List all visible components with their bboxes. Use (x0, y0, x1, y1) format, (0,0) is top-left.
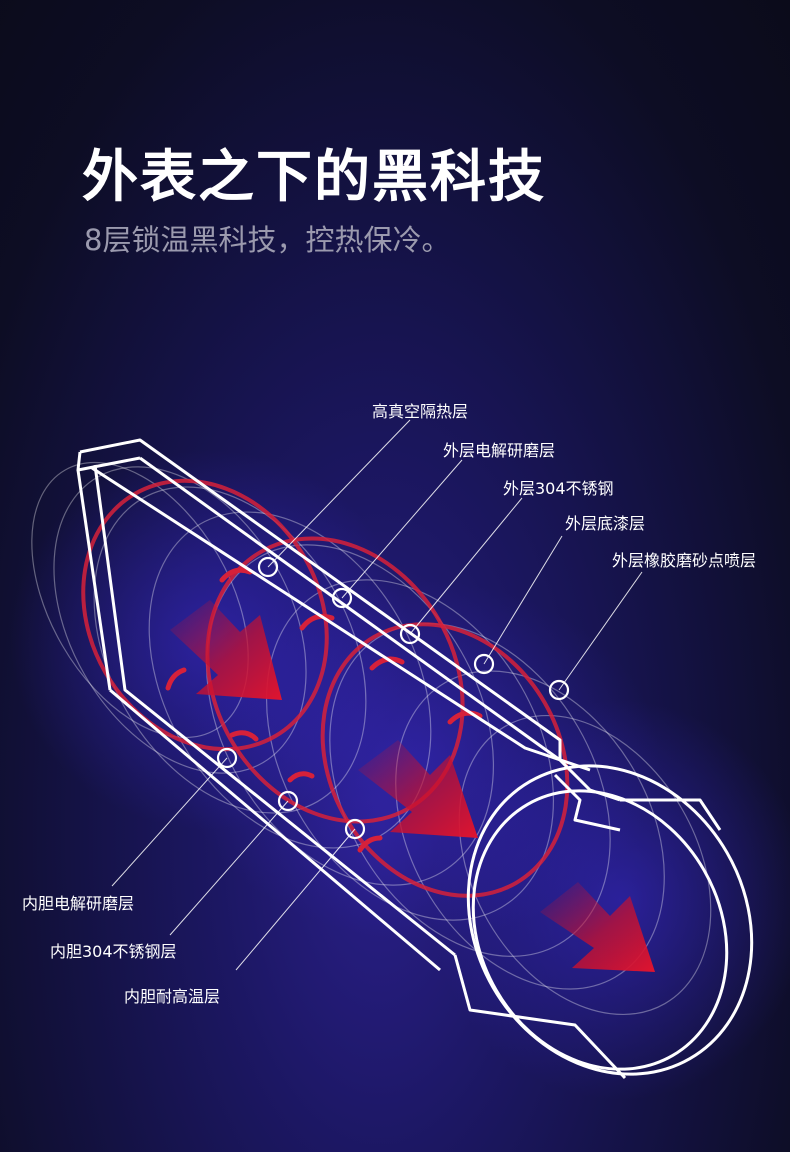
label-inner-2: 内胆304不锈钢层 (50, 942, 177, 961)
callout-markers (216, 556, 570, 840)
page-title: 外表之下的黑科技 (82, 145, 546, 210)
marker-primer (473, 653, 495, 675)
heat-flow-arrows (170, 600, 655, 972)
label-inner-3: 内胆耐高温层 (124, 987, 221, 1006)
bottle-outline (76, 438, 754, 1080)
marker-vacuum (257, 556, 279, 578)
marker-inner-steel (277, 790, 299, 812)
label-outer-4: 外层底漆层 (565, 514, 646, 533)
label-inner-1: 内胆电解研磨层 (22, 894, 135, 913)
marker-rubber-coat (548, 679, 570, 701)
layer-rings (31, 461, 712, 1016)
label-outer-2: 外层电解研磨层 (443, 441, 556, 460)
marker-heat-resistant (344, 818, 366, 840)
label-outer-1: 高真空隔热层 (372, 402, 469, 421)
label-outer-5: 外层橡胶磨砂点喷层 (612, 551, 757, 570)
marker-outer-polish (331, 587, 353, 609)
page-subtitle: 8层锁温黑科技，控热保冷。 (84, 223, 451, 257)
marker-inner-polish (216, 747, 238, 769)
leader-lines (111, 419, 643, 971)
label-outer-3: 外层304不锈钢 (503, 479, 614, 498)
marker-outer-steel (399, 623, 421, 645)
